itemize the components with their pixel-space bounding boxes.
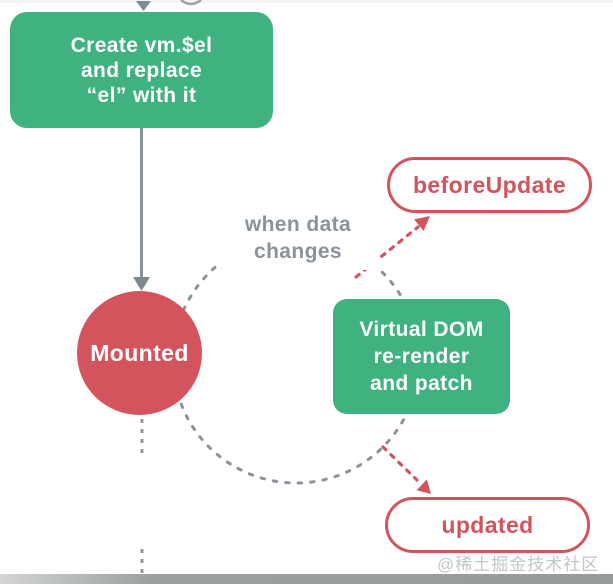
when-data-changes-line2: changes bbox=[254, 240, 342, 263]
cycle-to-updated-dashed-line bbox=[381, 445, 419, 482]
bottom-window-edge-bar bbox=[0, 574, 613, 584]
when-data-changes-annotation: when data changes bbox=[218, 206, 378, 270]
when-data-changes-line1: when data bbox=[244, 213, 352, 236]
cycle-to-beforeupdate-arrowhead-icon bbox=[414, 216, 430, 231]
create-to-mounted-arrowhead-icon bbox=[133, 277, 150, 291]
beforeupdate-hook-label: beforeUpdate bbox=[412, 171, 567, 198]
top-incoming-arrowhead-icon bbox=[136, 1, 151, 11]
beforeupdate-hook-node: beforeUpdate bbox=[387, 157, 592, 213]
juejin-watermark: @稀土掘金技术社区 bbox=[437, 555, 600, 574]
updated-hook-label: updated bbox=[441, 511, 534, 538]
virtual-dom-rerender-node: Virtual DOM re-render and patch bbox=[333, 299, 510, 414]
updated-hook-node: updated bbox=[385, 497, 590, 553]
mounted-state-label: Mounted bbox=[90, 339, 189, 366]
virtual-dom-label-line1: Virtual DOM bbox=[359, 318, 484, 341]
create-vm-el-node: Create vm.$el and replace “el” with it bbox=[10, 12, 273, 128]
create-vm-el-label-line3: “el” with it bbox=[86, 83, 197, 107]
create-vm-el-label-line1: Create vm.$el bbox=[70, 33, 213, 57]
top-partial-circle-arc bbox=[180, 0, 202, 6]
virtual-dom-label-line2: re-render bbox=[373, 345, 470, 368]
mounted-state-node: Mounted bbox=[77, 291, 202, 415]
create-vm-el-label-line2: and replace bbox=[80, 58, 203, 82]
cycle-to-updated-arrowhead-icon bbox=[416, 479, 431, 494]
virtual-dom-label-line3: and patch bbox=[370, 372, 473, 395]
